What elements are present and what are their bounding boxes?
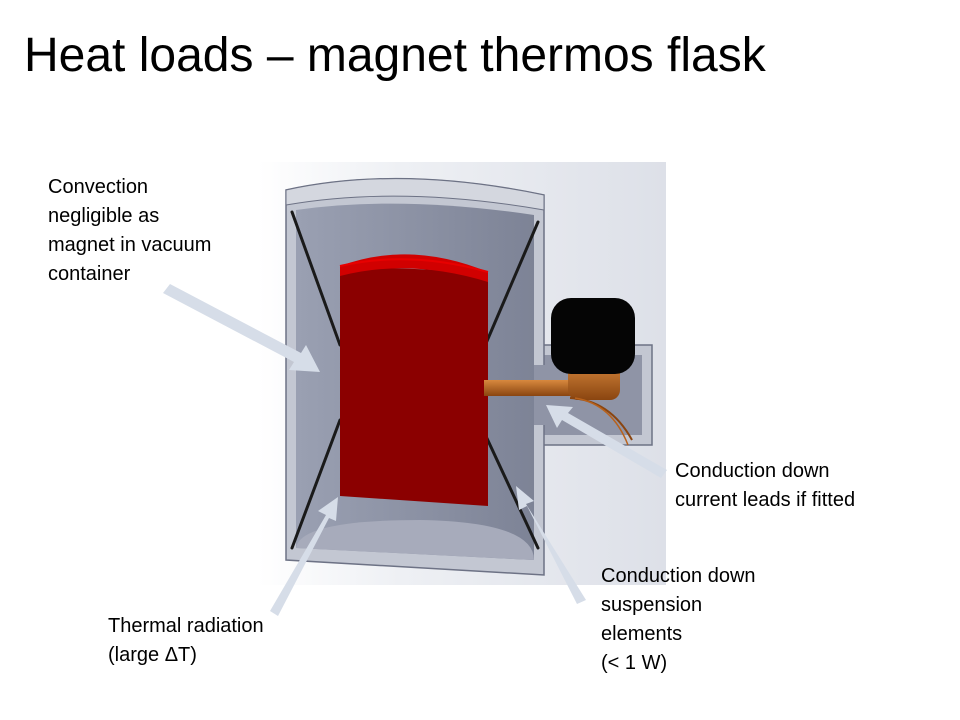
slide-title: Heat loads – magnet thermos flask bbox=[24, 29, 766, 82]
label-current-leads: Conduction down current leads if fitted bbox=[675, 460, 856, 511]
current-lead-icon bbox=[484, 298, 635, 446]
arrow-current-leads bbox=[546, 405, 667, 478]
magnet-block-icon bbox=[339, 254, 489, 506]
label-suspension: Conduction down suspension elements (< 1… bbox=[601, 565, 756, 674]
label-radiation: Thermal radiation (large ΔT) bbox=[108, 615, 264, 666]
arrow-radiation bbox=[270, 497, 338, 616]
arrow-suspension bbox=[516, 486, 586, 604]
suspension-elements bbox=[290, 210, 540, 550]
arrow-convection bbox=[163, 284, 320, 372]
label-convection: Convection negligible as magnet in vacuu… bbox=[48, 176, 212, 285]
